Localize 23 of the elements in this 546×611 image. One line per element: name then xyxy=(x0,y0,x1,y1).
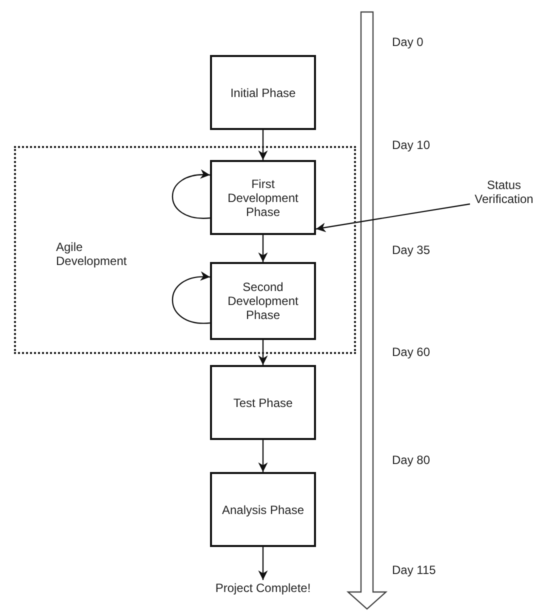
arrow xyxy=(258,235,268,262)
arrow xyxy=(258,440,268,472)
day-label: Day 60 xyxy=(392,345,430,359)
leader-line xyxy=(316,203,470,232)
day-label: Day 80 xyxy=(392,453,430,467)
day-label: Day 35 xyxy=(392,243,430,257)
callout-text: Status Verification xyxy=(462,176,546,208)
group-label: Agile Development xyxy=(56,240,126,268)
day-label: Day 10 xyxy=(392,138,430,152)
end-label: Project Complete! xyxy=(208,580,318,596)
process-box: Initial Phase xyxy=(210,55,316,130)
process-box: Test Phase xyxy=(210,365,316,440)
group-boundary xyxy=(14,146,356,354)
day-label: Day 0 xyxy=(392,35,424,49)
process-box: Second Development Phase xyxy=(210,262,316,340)
arrow xyxy=(258,130,268,160)
arrow xyxy=(258,547,268,580)
process-box: First Development Phase xyxy=(210,160,316,235)
day-label: Day 115 xyxy=(392,563,436,577)
loop-arrow xyxy=(172,272,210,324)
arrow xyxy=(258,340,268,365)
process-box: Analysis Phase xyxy=(210,472,316,547)
loop-arrow xyxy=(172,170,210,219)
